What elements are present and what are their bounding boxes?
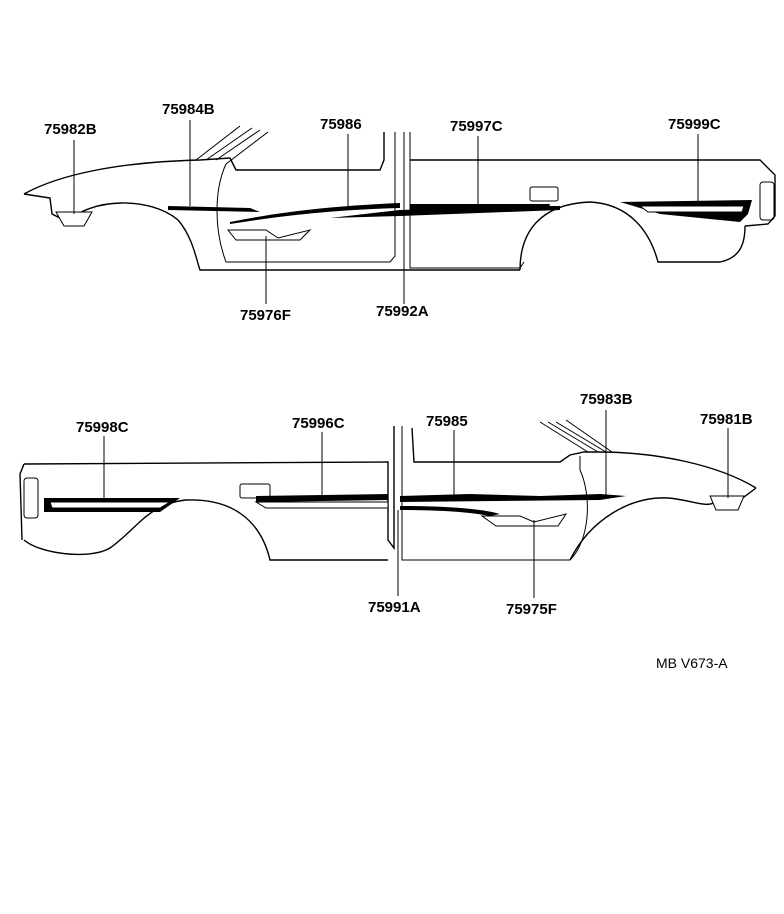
callout-75984B: 75984B [162, 101, 215, 118]
left-side-body-outline [19, 426, 757, 551]
callout-75991A: 75991A [368, 599, 421, 616]
left-side-door-stripe-lower [400, 506, 500, 516]
left-side-fender-emblem [709, 495, 745, 511]
right-side-tail-light [759, 181, 775, 221]
right-side-pillars [195, 125, 269, 165]
left-side-tail-light [23, 477, 39, 519]
callout-75975F: 75975F [506, 601, 557, 618]
callout-75998C: 75998C [76, 419, 129, 436]
callout-75986: 75986 [320, 116, 362, 133]
left-side-rear-band [49, 501, 172, 509]
callout-75999C: 75999C [668, 116, 721, 133]
right-side-rear-wheel-arch [519, 201, 746, 271]
left-side-door-frame [401, 426, 588, 561]
right-side-fuel-door [529, 186, 559, 202]
reference-code: MB V673-A [656, 655, 728, 671]
right-side-front-wheel-arch [67, 202, 520, 271]
right-side-door-stripe-upper [230, 203, 400, 224]
callout-75976F: 75976F [240, 307, 291, 324]
left-side-pillars [539, 419, 613, 453]
right-side-front-stripe [168, 206, 260, 212]
callout-75985: 75985 [426, 413, 468, 430]
callout-75981B: 75981B [700, 411, 753, 428]
left-side-fuel-door [239, 483, 271, 499]
left-side-front-wheel-arch [569, 487, 757, 561]
callout-75992A: 75992A [376, 303, 429, 320]
left-side-view: 75998C 75996C 75985 75983B 75981B 75991A… [19, 391, 757, 618]
right-side-view: 75982B 75984B 75986 75997C 75999C 75976F… [23, 101, 776, 324]
right-side-rocker-emblem [226, 229, 312, 241]
callout-75996C: 75996C [292, 415, 345, 432]
left-side-door-stripe-upper [400, 494, 626, 502]
right-side-fender-emblem [55, 211, 93, 227]
left-side-bed-stripe [256, 494, 388, 502]
right-side-rear-band [638, 205, 745, 213]
callout-75982B: 75982B [44, 121, 97, 138]
left-side-rocker-emblem [480, 513, 568, 527]
callout-75983B: 75983B [580, 391, 633, 408]
callout-75997C: 75997C [450, 118, 503, 135]
left-side-bed-band [254, 501, 389, 509]
right-side-bed-stripe [410, 204, 550, 210]
